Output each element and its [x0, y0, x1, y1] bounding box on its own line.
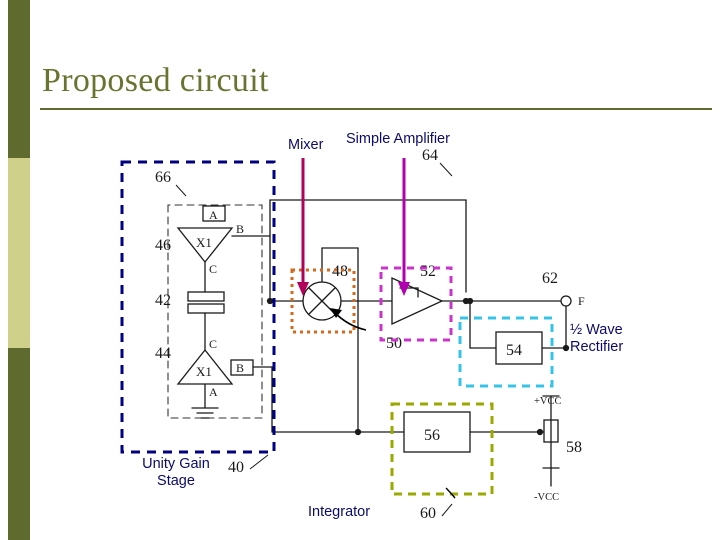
integrator-highlight-box — [390, 402, 494, 496]
rectifier-highlight-box — [458, 316, 554, 388]
amplifier-highlight-box — [379, 266, 453, 342]
callout-integrator: Integrator — [308, 504, 371, 520]
ref-44: 44 — [155, 345, 171, 362]
svg-text:F: F — [578, 294, 585, 308]
mixer-highlight-box — [290, 268, 356, 334]
ref-66: 66 — [155, 169, 171, 186]
svg-text:X1: X1 — [196, 235, 212, 250]
ref-54: 54 — [506, 342, 522, 359]
ref-58: 58 — [566, 439, 582, 456]
ref-64: 64 — [422, 147, 438, 164]
svg-text:A: A — [209, 208, 218, 222]
callout-rectifier: ½ Wave Rectifier — [570, 322, 624, 355]
svg-text:B: B — [236, 361, 244, 375]
ref-62: 62 — [542, 270, 558, 287]
svg-text:C: C — [209, 337, 217, 351]
svg-text:C: C — [209, 262, 217, 276]
ref-48: 48 — [332, 263, 348, 280]
ref-52: 52 — [420, 263, 436, 280]
svg-text:+VCC: +VCC — [534, 396, 562, 407]
callout-unity-gain: Unity Gain Stage — [142, 456, 210, 489]
svg-text:X1: X1 — [196, 364, 212, 379]
left-margin-strip — [0, 0, 8, 540]
page-title: Proposed circuit — [42, 62, 269, 99]
title-divider — [40, 108, 712, 110]
unity-gain-highlight-box — [120, 160, 276, 454]
svg-text:-VCC: -VCC — [534, 492, 559, 503]
ref-46: 46 — [155, 237, 171, 254]
callout-amplifier: Simple Amplifier — [346, 131, 450, 147]
ref-42: 42 — [155, 292, 171, 309]
ref-50: 50 — [386, 335, 402, 352]
callout-mixer: Mixer — [288, 137, 324, 153]
svg-text:B: B — [236, 222, 244, 236]
ref-60: 60 — [420, 505, 436, 522]
ref-40: 40 — [228, 459, 244, 476]
ref-56: 56 — [424, 427, 440, 444]
svg-text:A: A — [209, 385, 218, 399]
